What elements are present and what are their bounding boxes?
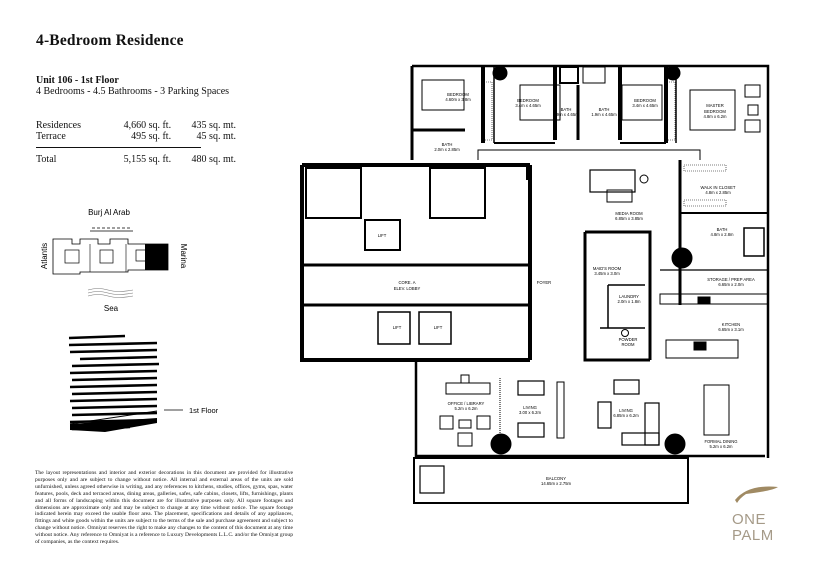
key-plan-north-label: Burj Al Arab	[88, 208, 130, 217]
room-dim: 4.8m x 2.8m	[710, 232, 734, 237]
room-label-bath: BATH	[599, 107, 610, 112]
room-dim: 5.2m x 6.2m	[709, 444, 733, 449]
area-table: Residences 4,660 sq. ft. 435 sq. mt. Ter…	[36, 120, 236, 165]
total-sqm: 480 sq. mt.	[191, 154, 236, 165]
room-label-kitchen: KITCHEN	[722, 322, 740, 327]
room-label-core-lobby: CORE. A	[399, 280, 416, 285]
room-dim: 3.4m x 4.65m	[632, 103, 658, 108]
area-sqft: 495 sq. ft.	[131, 131, 172, 142]
total-sqft: 5,155 sq. ft.	[123, 154, 172, 165]
room-label-media-room: MEDIA ROOM	[615, 211, 643, 216]
room-dim: 4.8m x 6.2m	[703, 114, 727, 119]
room-dim: 6.65m x 3.1m	[718, 327, 744, 332]
floor-plan	[300, 64, 770, 504]
area-row-total: Total 5,155 sq. ft. 480 sq. mt.	[36, 154, 236, 165]
room-dim: 2.0m x 2.85m	[434, 147, 460, 152]
room-label-lift: LIFT	[378, 233, 387, 238]
room-label-office: OFFICE / LIBRARY	[448, 401, 485, 406]
unit-label: Unit 106 - 1st Floor	[36, 75, 119, 86]
area-row-terrace: Terrace 495 sq. ft. 45 sq. mt.	[36, 131, 236, 142]
room-dim: 6.65m x 2.0m	[718, 282, 744, 287]
room-dim: 5.2m x 6.2m	[454, 406, 478, 411]
room-dim: 14.65m x 2.75m	[541, 481, 572, 486]
room-label-lift: LIFT	[434, 325, 443, 330]
room-label-bedroom: BEDROOM	[447, 92, 469, 97]
room-label-living: LIVING	[523, 405, 537, 410]
room-label-bedroom: BEDROOM	[634, 98, 656, 103]
room-label-bath: BATH	[442, 142, 453, 147]
total-divider	[36, 147, 201, 148]
room-dim: 1.9m x 4.65m	[553, 112, 579, 117]
room-dim: 2.0m x 1.8m	[617, 299, 641, 304]
room-label-maids-room: MAID'S ROOM	[593, 266, 622, 271]
room-label-powder-room-2: ROOM	[621, 342, 635, 347]
total-label: Total	[36, 154, 57, 165]
building-diagram	[68, 334, 183, 432]
area-sqm: 435 sq. mt.	[191, 120, 236, 131]
area-sqm: 45 sq. mt.	[196, 131, 236, 142]
room-label-laundry: LAUNDRY	[619, 294, 639, 299]
sea-waves-icon	[87, 288, 134, 298]
room-dim: 6.85m x 3.85m	[615, 216, 643, 221]
room-dim: 4.60m x 3.8m	[445, 97, 471, 102]
room-label-living: LIVING	[619, 408, 633, 413]
room-label-formal-dining: FORMAL DINING	[704, 439, 737, 444]
room-labels: BEDROOM 4.60m x 3.8m BEDROOM 3.4m x 4.65…	[378, 92, 755, 486]
room-label-powder-room: POWDER	[619, 337, 638, 342]
area-sqft: 4,660 sq. ft.	[123, 120, 172, 131]
room-dim: 4.8m x 2.85m	[705, 190, 731, 195]
room-label-master-bedroom-2: BEDROOM	[704, 109, 726, 114]
room-dim: 3.4m x 4.65m	[515, 103, 541, 108]
room-label-balcony: BALCONY	[546, 476, 566, 481]
room-dim: 6.85m x 6.2m	[613, 413, 639, 418]
area-row-residences: Residences 4,660 sq. ft. 435 sq. mt.	[36, 120, 236, 131]
room-label-core-lobby-2: ELEV. LOBBY	[394, 286, 421, 291]
area-label: Terrace	[36, 131, 66, 142]
key-plan: Burj Al Arab Atlantis Marina Sea	[40, 208, 188, 313]
room-label-bath: BATH	[717, 227, 728, 232]
room-dim: 1.9m x 4.65m	[591, 112, 617, 117]
unit-summary: 4 Bedrooms - 4.5 Bathrooms - 3 Parking S…	[36, 86, 230, 97]
room-label-bedroom: BEDROOM	[517, 98, 539, 103]
room-label-storage: STORAGE / PREP AREA	[707, 277, 755, 282]
disclaimer-text: The layout representations and interior …	[35, 470, 293, 546]
area-label: Residences	[36, 120, 81, 131]
logo-line-1: ONE	[732, 511, 767, 528]
key-plan-west-label: Atlantis	[40, 243, 49, 269]
key-plan-south-label: Sea	[104, 304, 119, 313]
one-palm-logo-mark	[735, 486, 778, 503]
room-label-foyer: FOYER	[537, 280, 551, 285]
room-label-walk-in-closet: WALK IN CLOSET	[701, 185, 736, 190]
room-label-master-bedroom: MASTER	[706, 103, 723, 108]
page-title: 4-Bedroom Residence	[36, 32, 184, 49]
room-dim: 3.45m x 3.0m	[594, 271, 620, 276]
logo-line-2: PALM	[732, 527, 774, 544]
room-label-lift: LIFT	[393, 325, 402, 330]
one-palm-logo: ONE PALM	[732, 482, 792, 544]
room-dim: 3.00 x 6.2m	[519, 410, 541, 415]
room-label-bath: BATH	[561, 107, 572, 112]
floor-marker-label: 1st Floor	[189, 406, 219, 415]
key-plan-east-label: Marina	[179, 244, 188, 269]
